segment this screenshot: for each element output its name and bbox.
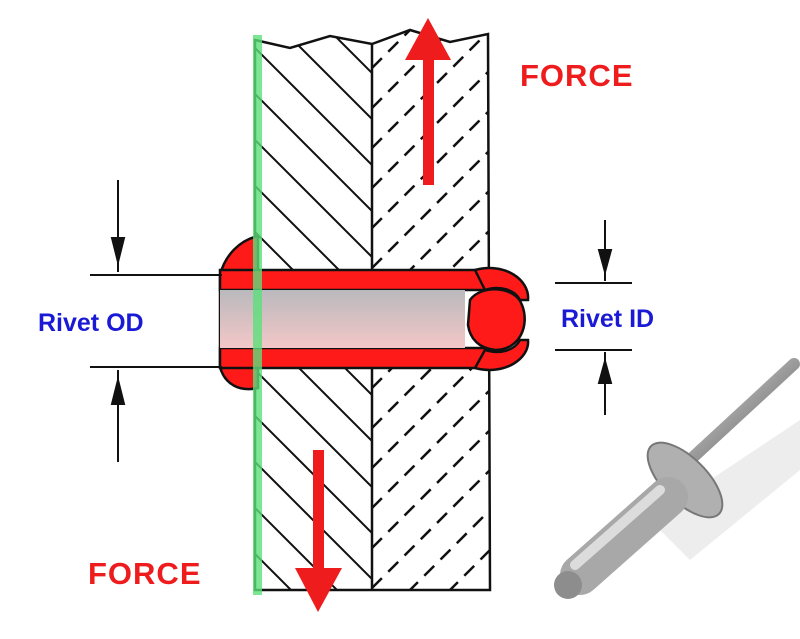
- hatch-line: [372, 30, 490, 149]
- hatch-line: [255, 139, 372, 258]
- hatch-line: [372, 429, 490, 549]
- dimension-od: [90, 180, 222, 462]
- hatch-line: [372, 389, 490, 509]
- force-label-bottom: FORCE: [88, 556, 202, 591]
- dimension-id: [555, 220, 632, 415]
- rivet-photo: [554, 358, 800, 599]
- hatch-line: [447, 549, 490, 590]
- hatch-line: [407, 509, 490, 590]
- rivet-od-label: Rivet OD: [38, 309, 144, 337]
- hatch-line: [282, 36, 372, 120]
- force-arrow-down: [295, 450, 342, 612]
- hatch-line: [255, 93, 372, 212]
- hatch-line: [255, 47, 372, 166]
- hatch-line: [372, 69, 490, 189]
- hatch-line: [372, 30, 411, 69]
- hatch-line: [255, 369, 372, 488]
- hatch-line: [372, 109, 490, 229]
- hatch-line: [372, 30, 451, 109]
- force-label-top: FORCE: [520, 58, 634, 93]
- rivet-id-label: Rivet ID: [561, 305, 655, 333]
- force-arrow-up: [405, 18, 451, 185]
- rivet-cross-section: [218, 234, 530, 391]
- sheet-edge-line: [253, 35, 262, 595]
- hatch-line: [372, 469, 490, 589]
- hatch-line: [372, 349, 490, 469]
- hatch-line: [372, 149, 490, 269]
